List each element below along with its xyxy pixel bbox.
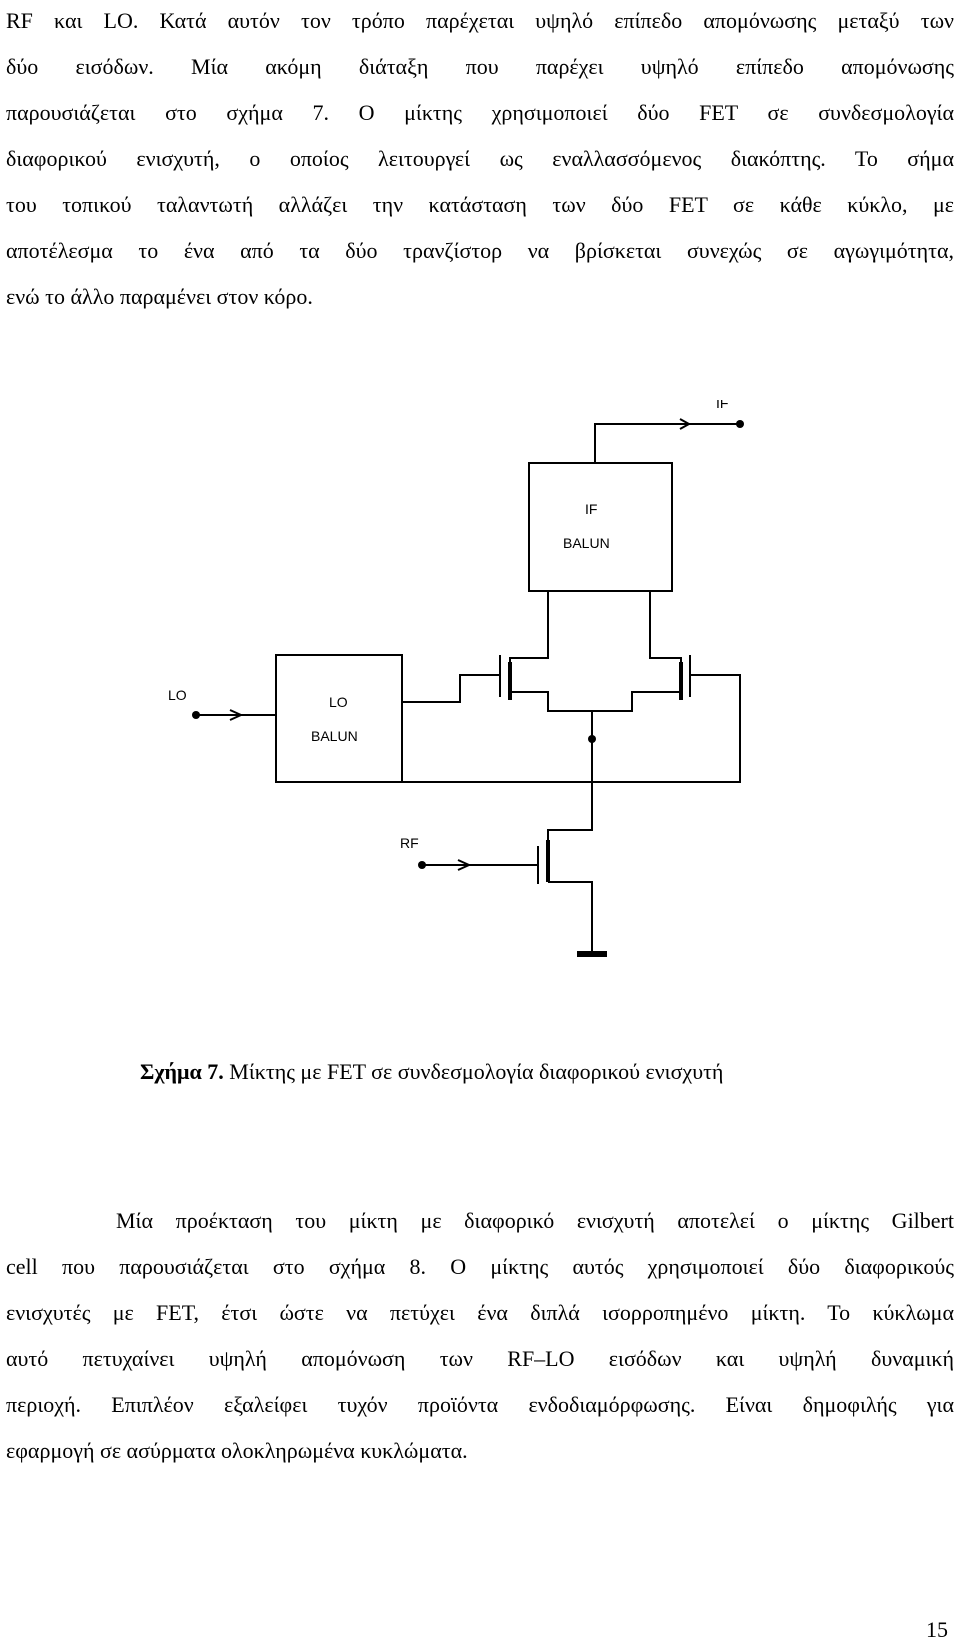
text-line: cell που παρουσιάζεται στο σχήμα 8. Ο μί… [6,1254,954,1279]
lo-to-right-gate-wire [402,674,741,783]
rf-arrow [457,859,472,871]
text-line: ενώ το άλλο παραμένει στον κόρο. [6,284,313,309]
lo-balun-label-1: LO [329,694,348,710]
text-line: παρουσιάζεται στο σχήμα 7. Ο μίκτης χρησ… [6,100,954,125]
text-line: αυτό πετυχαίνει υψηλή απομόνωση των RF–L… [6,1346,954,1371]
if-balun-label-1: IF [585,501,597,517]
paragraph-1: RF και LO. Κατά αυτόν τον τρόπο παρέχετα… [6,0,954,320]
text-line: αποτέλεσμα το ένα από τα δύο τρανζίστορ … [6,238,954,263]
text-line: περιοχή. Επιπλέον εξαλείφει τυχόν προϊόν… [6,1392,954,1417]
if-balun-left-wire [509,591,549,665]
mixer-circuit-diagram: IF IF BALUN LO LO BALUN RF [168,400,744,957]
rf-input-label: RF [400,835,419,851]
lo-arrow [229,709,244,721]
lo-input-label: LO [168,687,187,703]
rf-terminal-node [418,861,426,869]
text-line: δύο εισόδων. Μία ακόμη διάταξη που παρέχ… [6,54,954,79]
text-line: RF και LO. Κατά αυτόν τον τρόπο παρέχετα… [6,8,954,33]
caption-label: Σχήμα 7. [140,1059,224,1084]
junction-node [588,735,596,743]
text-line: Μία προέκταση του μίκτη με διαφορικό ενι… [116,1208,954,1233]
right-fet-source-wire [592,691,681,712]
if-arrow [679,418,692,430]
text-line: ενισχυτές με FET, έτσι ώστε να πετύχει έ… [6,1300,954,1325]
circuit-wires [196,418,741,952]
if-output-label: IF [716,400,728,411]
rf-fet-source-wire [548,881,593,952]
caption-text: Μίκτης με FET σε συνδεσμολογία διαφορικο… [223,1059,724,1084]
if-output-wire [594,423,740,463]
text-line: του τοπικού ταλαντωτή αλλάζει την κατάστ… [6,192,954,217]
if-terminal-node [736,420,744,428]
page-number: 15 [926,1617,948,1642]
ground-symbol [577,951,607,957]
paragraph-2: Μία προέκταση του μίκτη με διαφορικό ενι… [6,1198,954,1474]
left-fet-source-wire [510,691,592,712]
if-balun-right-wire [649,591,682,665]
if-balun-box [528,462,673,592]
if-balun-label-2: BALUN [563,535,610,551]
text-line: εφαρμογή σε ασύρματα ολοκληρωμένα κυκλώμ… [6,1438,468,1463]
lo-to-left-gate-wire [402,674,500,703]
common-node-wire [547,711,593,840]
lo-balun-box [275,654,403,783]
text-line: διαφορικού ενισχυτή, ο οποίος λειτουργεί… [6,146,954,171]
figure-caption: Σχήμα 7. Μίκτης με FET σε συνδεσμολογία … [140,1057,920,1087]
lo-terminal-node [192,711,200,719]
lo-balun-label-2: BALUN [311,728,358,744]
